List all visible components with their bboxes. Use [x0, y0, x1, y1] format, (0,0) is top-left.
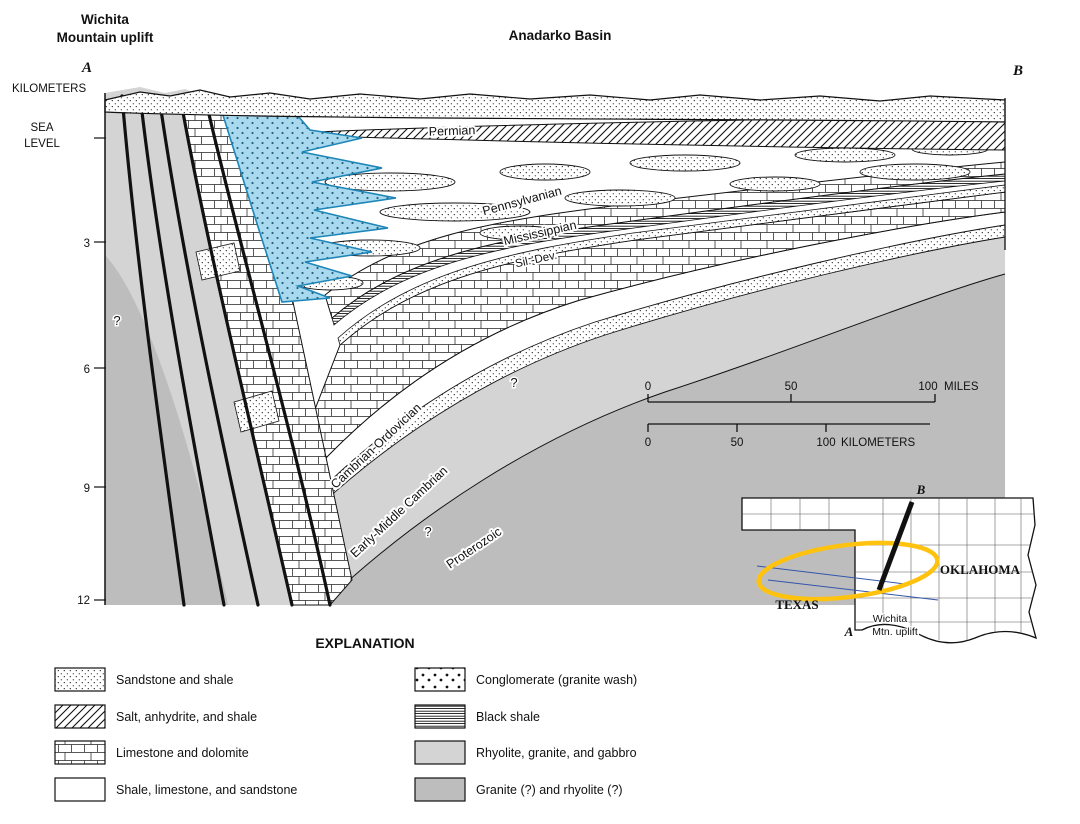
- question-mark-basement-lower: ?: [424, 524, 431, 539]
- legend-item-shale-limestone-sandstone: Shale, limestone, and sandstone: [54, 777, 297, 802]
- basement-rhyolite-granite-gabbro-region: [264, 237, 1005, 605]
- inset-map: B A OKLAHOMA TEXAS Wichita Mtn. uplift: [741, 482, 1037, 644]
- legend-item-salt-anhydrite-shale: Salt, anhydrite, and shale: [54, 704, 257, 729]
- question-mark-basement-upper: ?: [510, 375, 517, 390]
- swatch-limestone-dolomite: [54, 740, 106, 765]
- swatch-rhyolite-granite-gabbro: [414, 740, 466, 765]
- tick-9km: 9: [84, 483, 90, 495]
- uplift-title-line1: Wichita: [81, 12, 129, 27]
- explanation-legend: EXPLANATION Sandstone and shale Salt, an…: [54, 635, 637, 802]
- swatch-salt-anhydrite: [54, 704, 106, 729]
- scale-bar-miles-line: [647, 394, 936, 403]
- basin-title: Anadarko Basin: [509, 28, 612, 43]
- sea-level-label-line2: LEVEL: [24, 138, 60, 150]
- legend-item-sandstone-shale: Sandstone and shale: [54, 667, 234, 692]
- legend-title: EXPLANATION: [315, 635, 414, 651]
- endpoint-a-label: A: [81, 60, 92, 76]
- legend-label: Limestone and dolomite: [116, 746, 249, 760]
- swatch-shale-limestone-sandstone: [54, 777, 106, 802]
- endpoint-b-label: B: [1012, 63, 1023, 79]
- legend-item-rhyolite-granite-gabbro: Rhyolite, granite, and gabbro: [414, 740, 637, 765]
- km-100: 100: [816, 437, 835, 449]
- km-unit: KILOMETERS: [841, 437, 915, 449]
- swatch-conglomerate: [414, 667, 466, 692]
- map-wichita-label-line1: Wichita: [873, 613, 908, 625]
- km-0: 0: [645, 437, 651, 449]
- permian-salt-anhydrite-band: [317, 116, 1006, 151]
- tick-6km: 6: [84, 364, 90, 376]
- uplift-deep-granite-region: [105, 255, 228, 605]
- km-50: 50: [731, 437, 744, 449]
- axis-tick-marks: [94, 137, 106, 601]
- wichita-uplift-block: [105, 87, 397, 607]
- legend-item-conglomerate: Conglomerate (granite wash): [414, 667, 637, 692]
- sea-level-label-line1: SEA: [30, 122, 53, 134]
- map-wichita-label-line2: Mtn. uplift: [872, 626, 918, 638]
- scale-bar: 0 50 100 MILES 0 50 100 KILOMETERS: [645, 381, 979, 449]
- legend-label: Rhyolite, granite, and gabbro: [476, 746, 637, 760]
- granite-wash-wedge: [220, 111, 397, 303]
- axis-unit-label: KILOMETERS: [12, 83, 86, 95]
- permian-label: Permian: [428, 123, 475, 139]
- section-trace-line: [876, 501, 915, 591]
- legend-label: Black shale: [476, 710, 540, 724]
- basin-strata: [263, 116, 1006, 563]
- fault-lines: [120, 93, 332, 607]
- legend-item-black-shale: Black shale: [414, 704, 540, 729]
- oklahoma-label: OKLAHOMA: [940, 562, 1021, 577]
- swatch-granite-rhyolite: [414, 777, 466, 802]
- texas-label: TEXAS: [775, 597, 818, 612]
- swatch-sandstone-shale: [54, 667, 106, 692]
- fault-sliver-sandstone-1: [195, 242, 241, 281]
- legend-label: Sandstone and shale: [116, 673, 234, 687]
- map-endpoint-b: B: [916, 482, 926, 497]
- map-endpoint-a: A: [844, 624, 854, 639]
- uplift-title-line2: Mountain uplift: [57, 30, 154, 45]
- swatch-black-shale: [414, 704, 466, 729]
- legend-label: Granite (?) and rhyolite (?): [476, 783, 623, 797]
- scale-bar-km-line: [647, 423, 930, 432]
- question-mark-uplift: ?: [113, 313, 120, 328]
- wichita-uplift-highlight-ellipse: [756, 540, 940, 602]
- legend-item-granite-rhyolite: Granite (?) and rhyolite (?): [414, 777, 623, 802]
- surface-sandstone-shale-band: [104, 89, 1006, 123]
- legend-label: Conglomerate (granite wash): [476, 673, 637, 687]
- miles-0: 0: [645, 381, 651, 393]
- tick-3km: 3: [84, 238, 90, 250]
- miles-unit: MILES: [944, 381, 979, 393]
- tick-12km: 12: [77, 595, 90, 607]
- miles-50: 50: [785, 381, 798, 393]
- legend-label: Salt, anhydrite, and shale: [116, 710, 257, 724]
- depth-axis: KILOMETERS SEA LEVEL 3 6 9 12: [12, 83, 106, 607]
- legend-item-limestone-dolomite: Limestone and dolomite: [54, 740, 249, 765]
- miles-100: 100: [918, 381, 937, 393]
- legend-label: Shale, limestone, and sandstone: [116, 783, 297, 797]
